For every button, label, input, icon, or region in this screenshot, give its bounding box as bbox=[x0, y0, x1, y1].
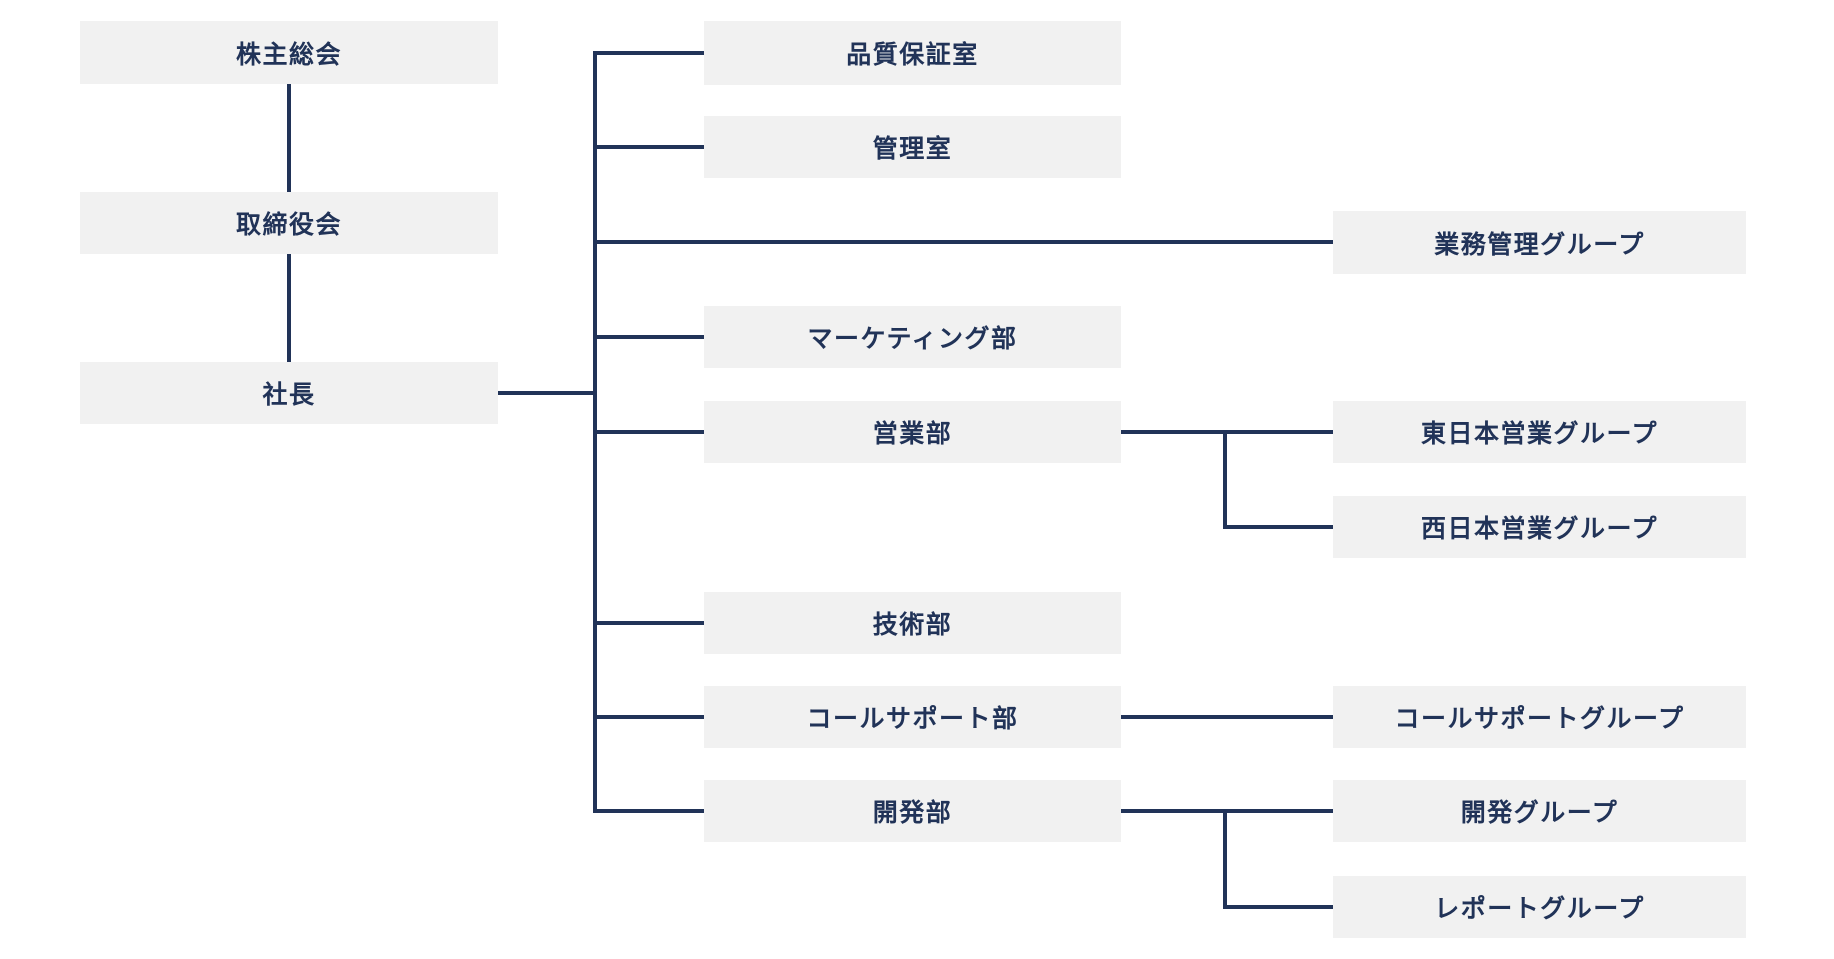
org-node-admin-office: 管理室 bbox=[704, 116, 1121, 178]
connector-line bbox=[1223, 430, 1227, 529]
org-node-call-support-group: コールサポートグループ bbox=[1333, 686, 1746, 748]
org-node-label: 社長 bbox=[262, 381, 316, 409]
connector-line bbox=[597, 51, 704, 55]
org-node-marketing-dept: マーケティング部 bbox=[704, 306, 1121, 368]
org-node-label: 開発部 bbox=[872, 799, 953, 827]
org-node-label: 業務管理グループ bbox=[1434, 230, 1645, 259]
org-node-quality-office: 品質保証室 bbox=[704, 21, 1121, 85]
org-node-biz-mgmt-group: 業務管理グループ bbox=[1333, 211, 1746, 274]
org-node-sales-dept: 営業部 bbox=[704, 401, 1121, 463]
connector-line bbox=[1121, 430, 1333, 434]
org-node-label: 営業部 bbox=[872, 420, 953, 448]
connector-line bbox=[597, 621, 704, 625]
org-node-shareholders: 株主総会 bbox=[80, 21, 498, 84]
org-node-label: 品質保証室 bbox=[846, 41, 979, 69]
org-node-president: 社長 bbox=[80, 362, 498, 424]
connector-line bbox=[597, 335, 704, 339]
connector-line bbox=[498, 391, 597, 395]
org-node-label: マーケティング部 bbox=[807, 325, 1018, 353]
connector-line bbox=[597, 240, 1333, 244]
org-node-tech-dept: 技術部 bbox=[704, 592, 1121, 654]
connector-line bbox=[287, 254, 291, 364]
connector-line bbox=[1223, 809, 1227, 909]
connector-line bbox=[1121, 715, 1333, 719]
org-node-west-sales-group: 西日本営業グループ bbox=[1333, 496, 1746, 558]
org-node-board: 取締役会 bbox=[80, 192, 498, 254]
connector-line bbox=[1121, 809, 1333, 813]
org-node-dev-group: 開発グループ bbox=[1333, 780, 1746, 842]
connector-line bbox=[597, 430, 704, 434]
connector-line bbox=[597, 809, 704, 813]
org-node-label: 株主総会 bbox=[235, 40, 342, 69]
org-node-label: 技術部 bbox=[872, 611, 953, 639]
org-node-east-sales-group: 東日本営業グループ bbox=[1333, 401, 1746, 463]
org-node-dev-dept: 開発部 bbox=[704, 780, 1121, 842]
org-node-label: 西日本営業グループ bbox=[1420, 515, 1658, 543]
connector-line bbox=[287, 84, 291, 194]
org-node-label: 取締役会 bbox=[235, 211, 342, 239]
org-node-label: コールサポートグループ bbox=[1394, 705, 1685, 733]
org-node-label: 管理室 bbox=[872, 135, 953, 163]
org-node-report-group: レポートグループ bbox=[1333, 876, 1746, 938]
connector-line bbox=[1223, 905, 1333, 909]
connector-line bbox=[593, 51, 597, 813]
org-node-label: 開発グループ bbox=[1460, 799, 1619, 827]
org-node-label: レポートグループ bbox=[1434, 895, 1645, 923]
connector-line bbox=[1223, 525, 1333, 529]
org-node-label: 東日本営業グループ bbox=[1420, 420, 1658, 448]
connector-line bbox=[597, 715, 704, 719]
connector-line bbox=[597, 145, 704, 149]
org-node-label: コールサポート部 bbox=[806, 705, 1019, 733]
org-node-call-support-dept: コールサポート部 bbox=[704, 686, 1121, 748]
